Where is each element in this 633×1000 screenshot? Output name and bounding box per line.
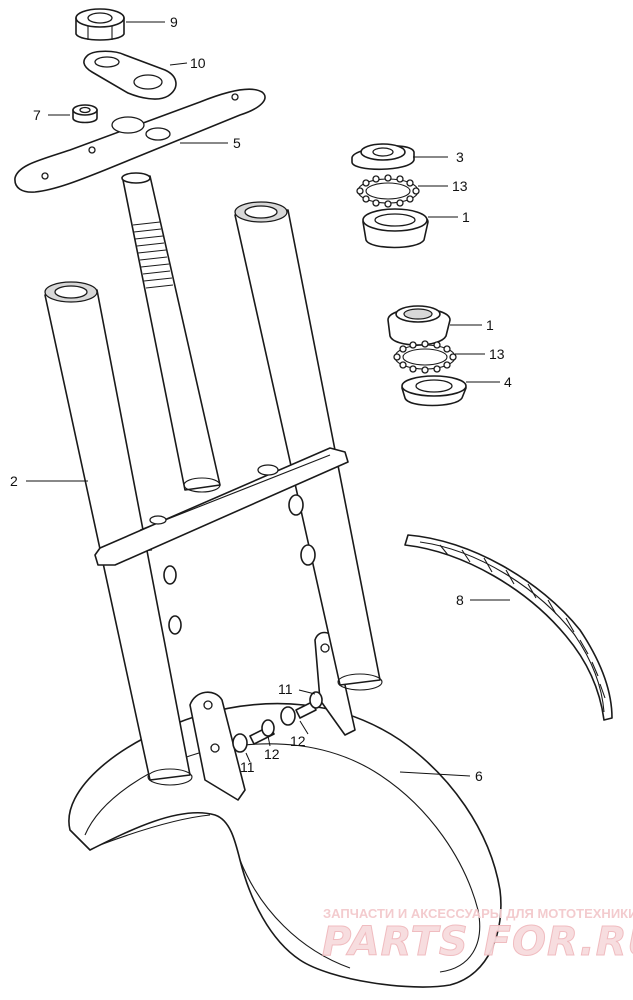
fender-bracket-left [189,691,246,801]
callout-1-bottom: 1 [486,317,494,333]
part-ball-cage-bottom [393,340,457,374]
part-fork-tube-right [234,201,383,691]
part-bearing-race-bottom [401,375,467,407]
part-bearing-adjuster-top [351,143,415,171]
part-bearing-cone-bottom [387,305,451,346]
callout-5: 5 [233,135,241,151]
part-top-nut [75,8,125,41]
callout-10: 10 [190,55,206,71]
callout-13-bottom: 13 [489,346,505,362]
callout-11-right: 11 [278,681,293,697]
part-fender-strip [404,534,613,721]
part-lock-plate [83,50,177,100]
watermark: ЗАПЧАСТИ И АКСЕССУАРЫ ДЛЯ МОТОТЕХНИКИ PA… [322,906,633,966]
callout-13-top: 13 [452,178,468,194]
fender-bolt-right [280,691,323,726]
lower-triple-clamp [94,447,349,566]
watermark-caption: ЗАПЧАСТИ И АКСЕССУАРЫ ДЛЯ МОТОТЕХНИКИ [323,906,633,921]
callout-2: 2 [10,473,18,489]
callout-8: 8 [456,592,464,608]
callout-12-right: 12 [290,733,306,749]
part-upper-triple-clamp [14,88,266,193]
callout-3: 3 [456,149,464,165]
callout-9: 9 [170,14,178,30]
part-bearing-cup-top [362,208,429,249]
callout-11-left: 11 [240,759,255,775]
callout-1-top: 1 [462,209,470,225]
part-small-nut [72,104,98,124]
watermark-logo: PARTS FOR.RU [322,919,633,965]
callout-4: 4 [504,374,512,390]
callout-12-left: 12 [264,746,280,762]
part-ball-cage-top [356,174,420,208]
fender-strip-slots [439,544,606,699]
callout-labels: 9 10 7 5 3 13 1 1 13 4 2 8 11 12 11 12 6 [10,14,512,784]
fork-pinch-bolts [163,494,316,635]
callout-6: 6 [475,768,483,784]
steering-stem [121,172,221,491]
callout-7: 7 [33,107,41,123]
leader-lines [26,21,510,777]
part-fork-tube-left [44,281,193,786]
stem-thread [132,221,174,289]
fender-bolt-left [232,719,275,753]
